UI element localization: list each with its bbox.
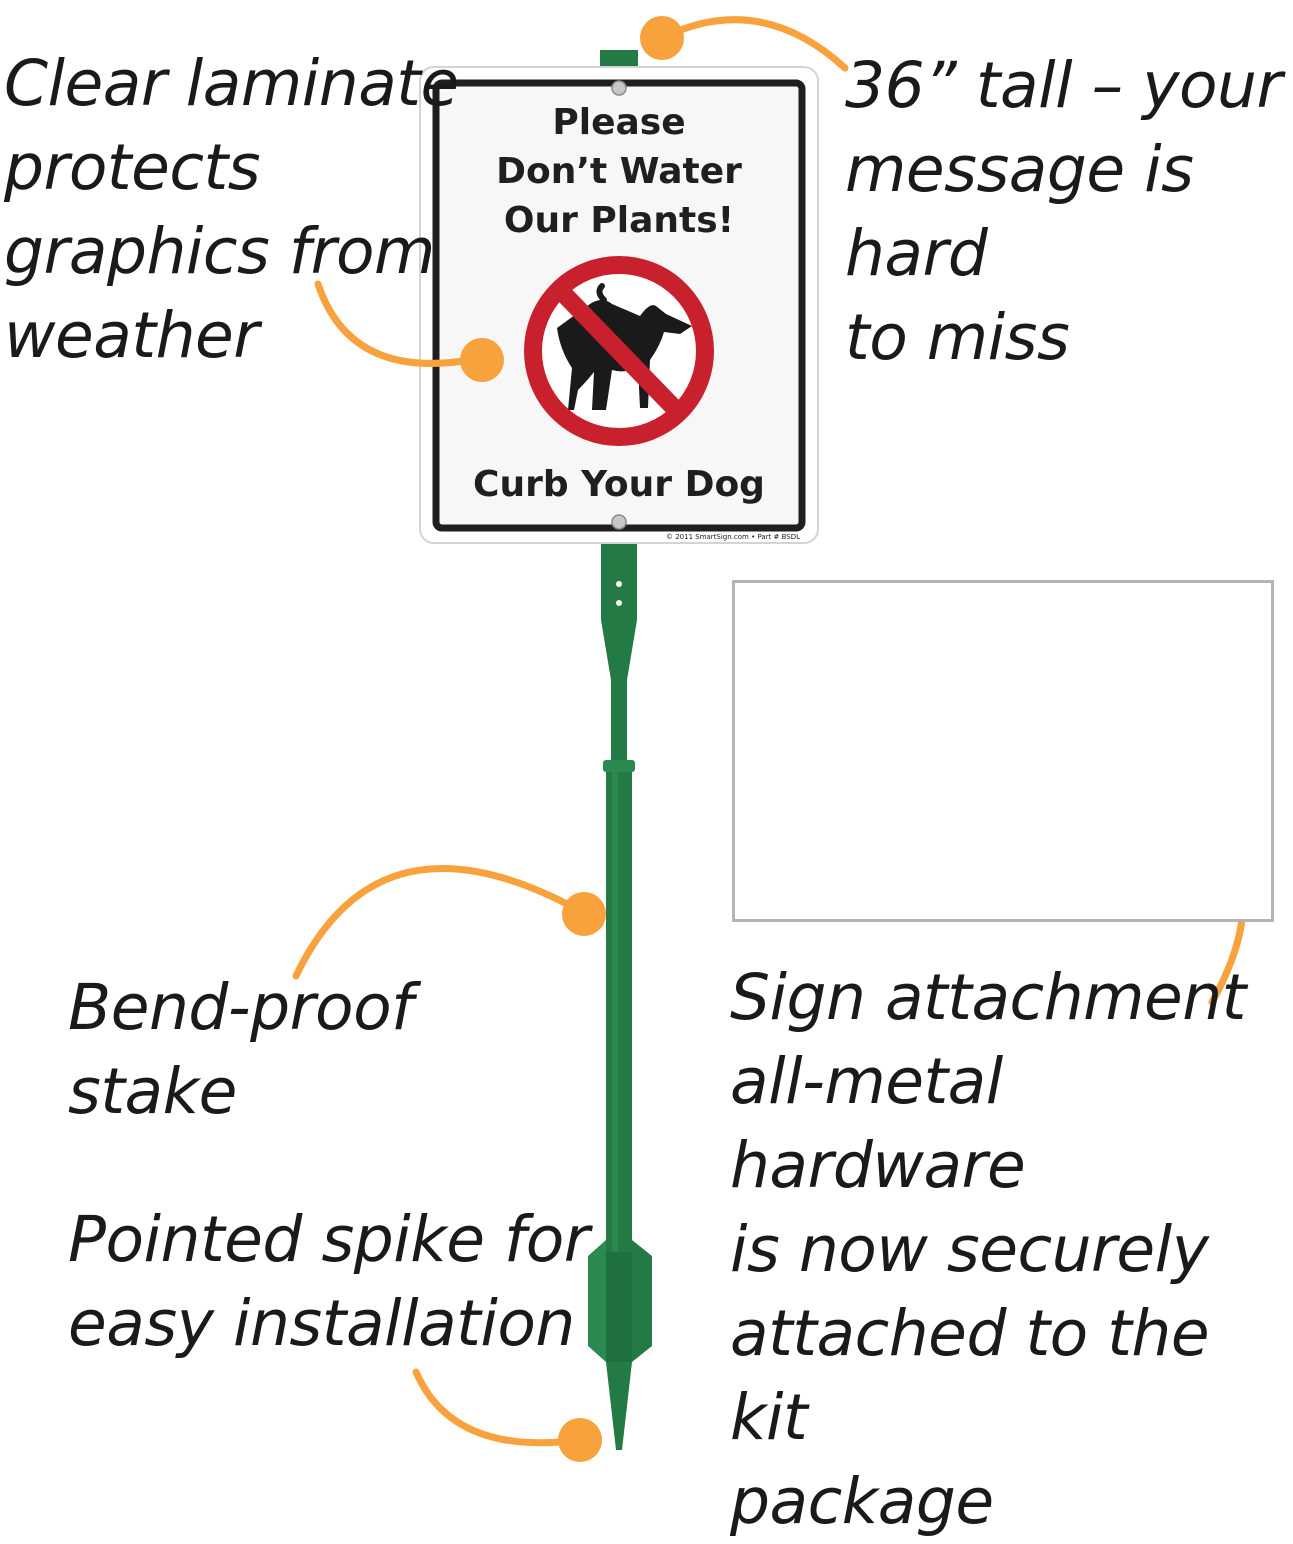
callout-spike: Pointed spike for easy installation <box>68 1203 590 1360</box>
sign-footer: Curb Your Dog <box>473 464 765 505</box>
callout-stake: Bend-proof stake <box>68 971 413 1128</box>
callout-tall: 36” tall – your message is hard to miss <box>845 49 1282 374</box>
callout-hardware: Sign attachment all-metal hardware is no… <box>730 961 1246 1538</box>
sign-heading-line-1: Please <box>552 102 686 143</box>
stake <box>588 50 652 1450</box>
sign-heading-line-3: Our Plants! <box>503 200 735 241</box>
no-dog-peeing-icon <box>524 256 714 446</box>
hardware-panel <box>732 580 1274 922</box>
sign-copyright: © 2011 SmartSign.com • Part # BSDL <box>665 533 800 541</box>
sign-heading-line-2: Don’t Water <box>496 151 742 192</box>
callout-laminate: Clear laminate protects graphics from we… <box>4 47 459 372</box>
sign-board <box>419 66 819 544</box>
